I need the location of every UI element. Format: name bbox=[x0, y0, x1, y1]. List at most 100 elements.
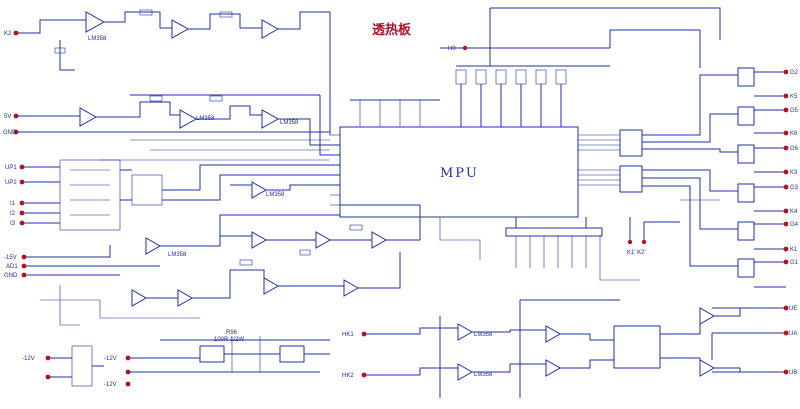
terminal-ad1-label: AD1 bbox=[6, 264, 18, 270]
terminal-ad1-dot bbox=[21, 263, 27, 269]
terminal-i1-dot bbox=[19, 200, 25, 206]
opamp-tag-1: LM358 bbox=[88, 36, 107, 42]
terminal-hk2-label: HK2 bbox=[342, 373, 354, 379]
voltage-regulator-2 bbox=[279, 345, 305, 363]
middle-amp-wiring bbox=[146, 184, 421, 299]
terminal-gnd4-dot bbox=[125, 369, 131, 375]
terminal-i3-dot bbox=[19, 220, 25, 226]
terminal-5v-label: 5V bbox=[4, 114, 11, 120]
left-input-wires bbox=[18, 19, 330, 276]
terminal-up2-dot bbox=[19, 179, 25, 185]
terminal-g1-label: G1 bbox=[790, 260, 799, 266]
terminal-p1-label: -12V bbox=[22, 356, 35, 362]
terminal-gnd2-dot bbox=[21, 272, 27, 278]
terminal-k6-dot bbox=[783, 130, 789, 136]
terminal-g5-dot bbox=[783, 107, 789, 113]
terminal-gnd1-label: GND bbox=[3, 130, 17, 136]
opamp-tag-5: LM358 bbox=[168, 252, 187, 258]
mpu-right-pins bbox=[578, 134, 620, 186]
terminal-hk1-label: HK1 bbox=[342, 332, 354, 338]
driver-chip-lower bbox=[619, 165, 643, 193]
connector-pins bbox=[515, 217, 587, 268]
terminal-ue-label: UE bbox=[789, 306, 797, 312]
terminal-k1-dot bbox=[783, 246, 789, 252]
misc-traces bbox=[40, 139, 720, 326]
k1k2-label: K1' K2' bbox=[627, 250, 646, 256]
board-title: 透热板 bbox=[372, 22, 412, 38]
terminal-ub-label: UB bbox=[789, 370, 797, 376]
terminal-ua-dot bbox=[783, 330, 789, 336]
terminal-n15v-label: -15V bbox=[4, 255, 17, 261]
upper-left-wiring bbox=[54, 9, 340, 156]
mpu-label: MPU bbox=[440, 166, 479, 181]
terminal-i3-label: I3 bbox=[10, 221, 16, 227]
terminal-h0-dot bbox=[462, 45, 468, 51]
k1k2-terminals: K1' K2' bbox=[627, 217, 680, 256]
terminal-k2-dot bbox=[13, 30, 19, 36]
terminal-g6-dot bbox=[783, 145, 789, 151]
terminal-k5-dot bbox=[783, 93, 789, 99]
terminal-up2-label: UP2 bbox=[5, 180, 17, 186]
resistor-r96-value: 100R 1/2W bbox=[214, 337, 244, 343]
terminal-gnd3-dot bbox=[45, 374, 51, 380]
terminal-g5-label: G5 bbox=[790, 108, 799, 114]
terminal-ue-dot bbox=[783, 305, 789, 311]
resistor-r96-label: R96 bbox=[226, 330, 238, 336]
transformer-column bbox=[737, 67, 755, 278]
voltage-regulator-1 bbox=[199, 345, 225, 363]
terminal-h0-label: H0 bbox=[448, 46, 456, 52]
terminal-k2p-dot bbox=[641, 239, 647, 245]
terminal-k5-label: K5 bbox=[790, 94, 798, 100]
terminal-i1-label: I1 bbox=[10, 201, 16, 207]
terminal-ub-dot bbox=[783, 369, 789, 375]
opamp-tag-3: LM358 bbox=[280, 120, 299, 126]
terminal-k1p-dot bbox=[627, 239, 633, 245]
mpu-chip bbox=[339, 126, 579, 218]
terminal-g2-dot bbox=[783, 69, 789, 75]
hk-inputs: HK1 HK2 bbox=[342, 299, 620, 398]
terminal-up1-dot bbox=[19, 164, 25, 170]
terminal-k4-dot bbox=[783, 208, 789, 214]
terminal-g4-label: G4 bbox=[790, 222, 799, 228]
terminal-up1-label: UP1 bbox=[5, 165, 17, 171]
power-supply-section: -12V -12V -12V R96 100R 1/2W bbox=[22, 330, 330, 388]
terminal-k2-label: K2 bbox=[4, 31, 12, 37]
terminal-k6-label: K6 bbox=[790, 131, 798, 137]
terminal-g3-dot bbox=[783, 184, 789, 190]
adc-wiring bbox=[660, 308, 741, 372]
opamp-tag-6: LM358 bbox=[474, 332, 493, 338]
terminal-5v-dot bbox=[13, 113, 19, 119]
terminal-p2-label: -12V bbox=[104, 356, 117, 362]
terminal-k3-label: K3 bbox=[790, 170, 798, 176]
driver-to-transformer-wires bbox=[642, 74, 738, 267]
terminal-g2-label: G2 bbox=[790, 70, 799, 76]
opamp-tag-4: LM358 bbox=[266, 192, 285, 198]
connector-header bbox=[505, 227, 603, 237]
left-terminals: K2 5V GND UP1 UP2 I1 I2 I3 -15V AD1 GND bbox=[3, 30, 27, 279]
terminal-gnd2-label: GND bbox=[4, 273, 18, 279]
terminal-g1-dot bbox=[783, 259, 789, 265]
terminal-g4-dot bbox=[783, 221, 789, 227]
terminal-n15v-dot bbox=[21, 254, 27, 260]
right-terminals: G2 K5 G5 K6 G6 K3 G3 K4 G4 K1 G1 UE UA U… bbox=[783, 69, 799, 376]
terminal-g6-label: G6 bbox=[790, 146, 799, 152]
terminal-p1-dot bbox=[45, 355, 51, 361]
top-switch-array bbox=[350, 7, 721, 127]
input-network bbox=[59, 159, 340, 231]
adc-chip bbox=[613, 325, 661, 369]
terminal-hk1-dot bbox=[361, 331, 367, 337]
terminal-p3-label: -12V bbox=[104, 382, 117, 388]
terminal-hk2-dot bbox=[361, 372, 367, 378]
right-output-wires bbox=[712, 71, 786, 373]
terminal-g3-label: G3 bbox=[790, 185, 799, 191]
terminal-i2-dot bbox=[19, 210, 25, 216]
terminal-k1-label: K1 bbox=[790, 247, 798, 253]
opamp-tag-7: LM358 bbox=[474, 372, 493, 378]
terminal-i2-label: I2 bbox=[10, 211, 16, 217]
op-amp-group bbox=[79, 11, 716, 381]
terminal-k3-dot bbox=[783, 169, 789, 175]
terminal-ua-label: UA bbox=[789, 331, 797, 337]
terminal-p3-dot bbox=[125, 381, 131, 387]
